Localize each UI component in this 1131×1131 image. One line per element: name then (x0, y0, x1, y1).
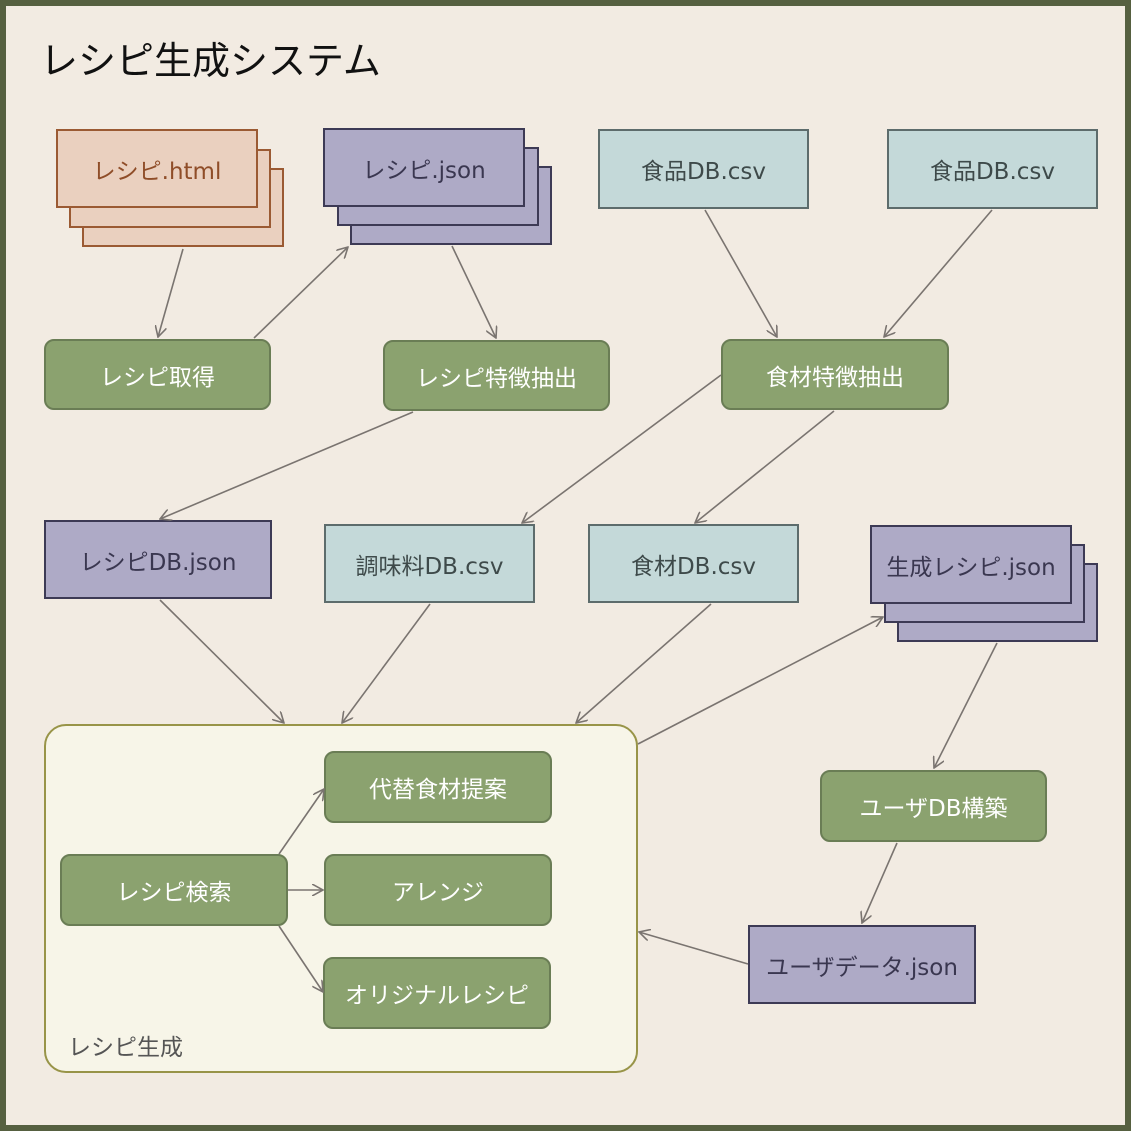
edge-search-to-original (278, 925, 323, 992)
edge-recipedb-to-group (159, 599, 284, 723)
user-db-build-process: ユーザDB構築 (820, 770, 1047, 842)
edge-fooddb1-to-ingredient-feature (704, 209, 777, 337)
edge-userdata-to-group (639, 932, 749, 965)
user-data-json: ユーザデータ.json (748, 925, 976, 1004)
edge-seasoningdb-to-group (342, 603, 431, 723)
edge-ingredientdb-to-group (576, 603, 712, 723)
recipe-feature-process: レシピ特徴抽出 (383, 340, 610, 411)
edge-fooddb2-to-ingredient-feature (884, 209, 993, 337)
edge-get-to-json (253, 247, 348, 339)
edge-ingredient-feature-to-ingredientdb (695, 410, 835, 523)
edge-group-to-generated (637, 617, 883, 745)
recipe-html-file: レシピ.html (56, 129, 258, 208)
generated-recipe-json: 生成レシピ.json (870, 525, 1072, 604)
recipe-search-process: レシピ検索 (60, 854, 288, 926)
diagram-title: レシピ生成システム (40, 39, 381, 83)
original-recipe-process: オリジナルレシピ (323, 957, 551, 1029)
food-db-csv-1: 食品DB.csv (598, 129, 809, 209)
edge-recipe-feature-to-recipedb (160, 411, 414, 519)
arrange-process: アレンジ (324, 854, 552, 926)
group-label: レシピ生成 (68, 1035, 183, 1061)
food-db-csv-2: 食品DB.csv (887, 129, 1098, 209)
edge-generated-to-userdb (934, 642, 998, 768)
edge-userdb-build-to-userdata (862, 842, 898, 923)
recipe-db-json: レシピDB.json (44, 520, 272, 599)
edge-search-to-substitute (278, 789, 324, 855)
substitute-ingredient-process: 代替食材提案 (324, 751, 552, 823)
recipe-json-file: レシピ.json (323, 128, 525, 207)
edge-ingredient-feature-to-seasoningdb (522, 374, 722, 523)
edge-html-to-get (158, 248, 184, 337)
ingredient-feature-process: 食材特徴抽出 (721, 339, 949, 410)
ingredient-db-csv: 食材DB.csv (588, 524, 799, 603)
recipe-get-process: レシピ取得 (44, 339, 271, 410)
seasoning-db-csv: 調味料DB.csv (324, 524, 535, 603)
edge-json-to-recipe-feature (451, 245, 496, 338)
